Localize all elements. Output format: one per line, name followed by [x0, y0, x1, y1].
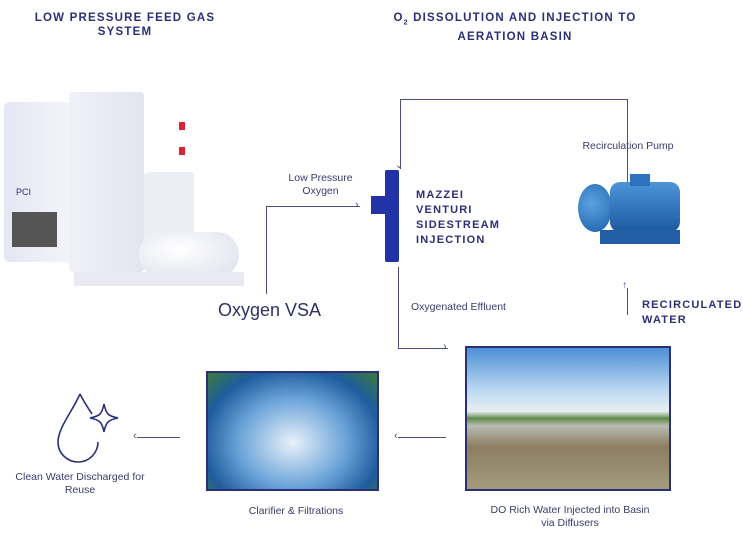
oxygenated-effluent-label: Oxygenated Effluent — [411, 301, 506, 313]
oxygen-vsa-label: Oxygen VSA — [218, 300, 322, 320]
recirculation-pump-image — [570, 172, 692, 252]
venturi-label: MAZZEI VENTURI SIDESTREAM INJECTION — [416, 189, 501, 246]
basin-label: DO Rich Water Injected into Basin via Di… — [490, 504, 650, 529]
aeration-basin-image — [465, 346, 671, 491]
recirculated-line — [627, 288, 628, 315]
oxygen-vsa-image: PCI — [4, 92, 244, 292]
recirculation-pump-label: Recirculation Pump — [582, 140, 674, 152]
venturi-injector-icon — [385, 170, 399, 262]
arrow-right-icon: › — [355, 199, 359, 211]
loop-left — [400, 99, 401, 169]
low-pressure-oxygen-label: Low Pressure Oxygen — [288, 172, 353, 197]
clarifier-label: Clarifier & Filtrations — [248, 505, 344, 517]
arrow-left-icon: ‹ — [133, 430, 137, 442]
effluent-line-h — [398, 348, 448, 349]
arrow-line — [137, 437, 180, 438]
arrow-up-icon: ↑ — [622, 280, 627, 291]
arrow-right-icon: › — [443, 341, 447, 353]
clarifier-image — [206, 371, 379, 491]
o2-o: O — [393, 12, 404, 24]
title-text: DISSOLUTION AND INJECTION TO AERATION BA… — [408, 12, 637, 44]
o2-sub: 2 — [403, 19, 409, 27]
title-feed-gas: LOW PRESSURE FEED GAS SYSTEM — [34, 12, 216, 38]
recirculated-water-label: RECIRCULATED WATER — [642, 299, 743, 326]
arrow-left-icon: ‹ — [394, 430, 398, 442]
water-drop-sparkle-icon — [57, 393, 119, 463]
feed-line — [266, 206, 267, 294]
effluent-line — [398, 267, 399, 349]
loop-top — [400, 99, 628, 100]
feed-line-h — [266, 206, 360, 207]
arrow-down-icon: ⌄ — [395, 160, 404, 171]
pci-logo: PCI — [16, 187, 32, 197]
arrow-line — [398, 437, 446, 438]
venturi-inlet — [371, 196, 387, 214]
title-dissolution: O2 DISSOLUTION AND INJECTION TO AERATION… — [385, 11, 645, 44]
clean-water-label: Clean Water Discharged for Reuse — [15, 471, 145, 496]
loop-right — [627, 99, 628, 187]
